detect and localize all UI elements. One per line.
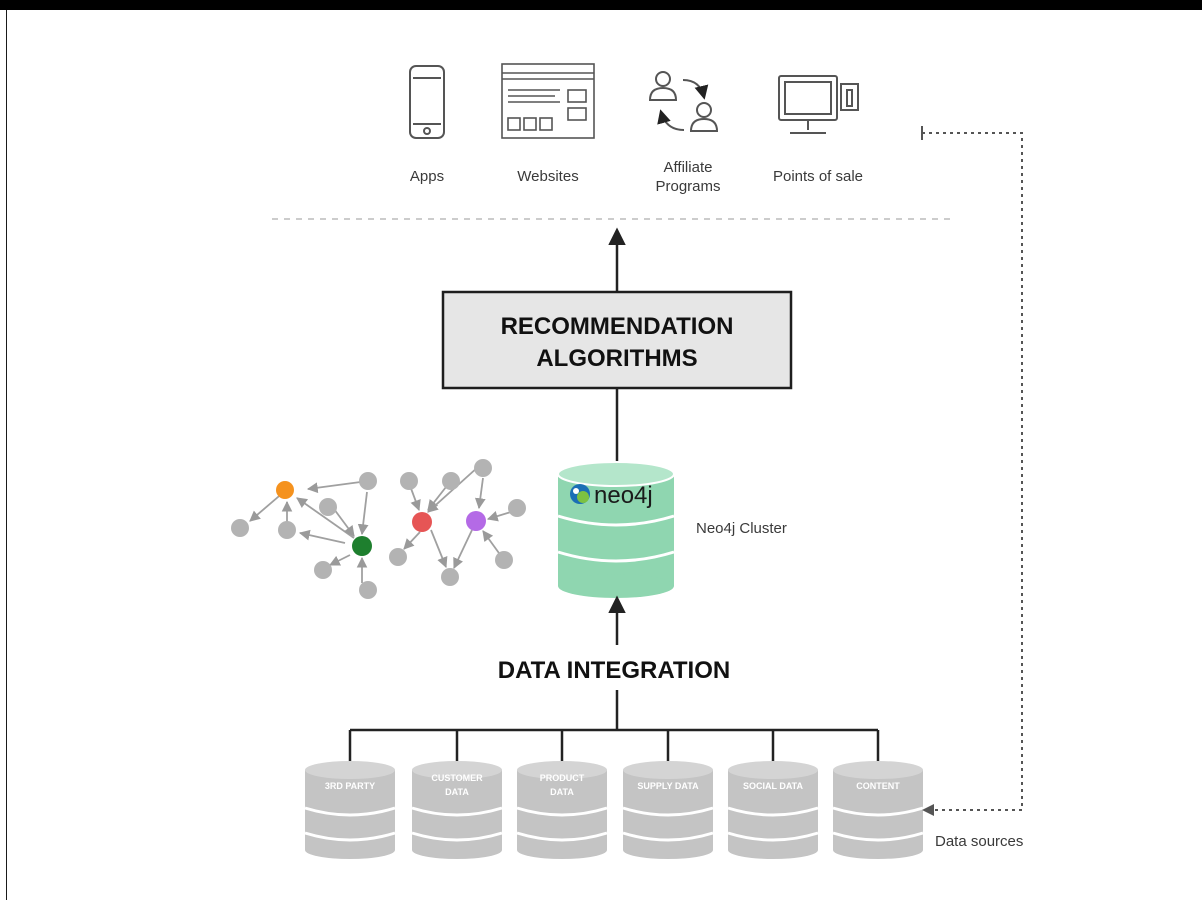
graph-node — [495, 551, 513, 569]
smartphone-icon — [409, 65, 445, 139]
data-source-cylinder: CUSTOMER DATA — [411, 761, 503, 859]
website-icon — [501, 63, 595, 139]
algorithms-line2: ALGORITHMS — [536, 345, 697, 372]
graph-node — [319, 498, 337, 516]
affiliate-users-icon — [648, 71, 719, 132]
data-source-cylinder: CONTENT — [832, 761, 924, 859]
consumer-label-websites: Websites — [517, 168, 578, 185]
graph-node — [508, 499, 526, 517]
data-source-cylinder: SOCIAL DATA — [727, 761, 819, 859]
consumer-label-points-of-sale: Points of sale — [773, 168, 863, 185]
neo4j-database-icon: neo4j — [557, 461, 675, 598]
data-sources-label: Data sources — [935, 833, 1023, 850]
left-border — [6, 10, 7, 900]
recommendation-algorithms-box: RECOMMENDATION ALGORITHMS — [441, 290, 793, 390]
data-source-label: DATA — [445, 787, 469, 797]
data-integration-label: DATA INTEGRATION — [498, 657, 730, 684]
graph-network — [249, 466, 512, 583]
neo4j-logo: neo4j — [570, 482, 653, 509]
pos-terminal-icon — [778, 75, 859, 134]
graph-node-orange — [276, 481, 294, 499]
graph-nodes — [231, 459, 526, 599]
graph-node — [441, 568, 459, 586]
neo4j-logo-text: neo4j — [594, 482, 653, 509]
graph-node-green — [352, 536, 372, 556]
data-source-label: 3RD PARTY — [325, 781, 375, 791]
data-source-label: SOCIAL DATA — [743, 781, 803, 791]
consumer-label-apps: Apps — [410, 168, 444, 185]
data-source-label: SUPPLY DATA — [637, 781, 699, 791]
graph-node-purple — [466, 511, 486, 531]
algorithms-line1: RECOMMENDATION — [501, 313, 734, 340]
top-border — [0, 0, 1202, 10]
data-source-cylinder: SUPPLY DATA — [622, 761, 714, 859]
data-sources: 3RD PARTY CUSTOMER DATA PRODUCT DATA SUPPLY D… — [304, 761, 924, 859]
data-source-label: DATA — [550, 787, 574, 797]
graph-node — [474, 459, 492, 477]
consumer-label-affiliate-line1: Affiliate — [664, 159, 713, 176]
graph-node — [389, 548, 407, 566]
graph-node — [442, 472, 460, 490]
graph-node-red — [412, 512, 432, 532]
feedback-loop-connector — [921, 126, 1023, 811]
graph-node — [359, 472, 377, 490]
graph-node — [359, 581, 377, 599]
graph-node — [231, 519, 249, 537]
graph-node — [314, 561, 332, 579]
graph-node — [400, 472, 418, 490]
data-source-cylinder: PRODUCT DATA — [516, 761, 608, 859]
data-integration-bus — [348, 690, 880, 765]
consumer-label-affiliate-line2: Programs — [655, 178, 720, 195]
feedback-arrowhead — [922, 804, 934, 816]
data-source-label: CONTENT — [856, 781, 900, 791]
data-source-label: PRODUCT — [540, 773, 585, 783]
graph-node — [278, 521, 296, 539]
data-source-label: CUSTOMER — [431, 773, 483, 783]
data-source-cylinder: 3RD PARTY — [304, 761, 396, 859]
neo4j-cluster-label: Neo4j Cluster — [696, 520, 787, 537]
